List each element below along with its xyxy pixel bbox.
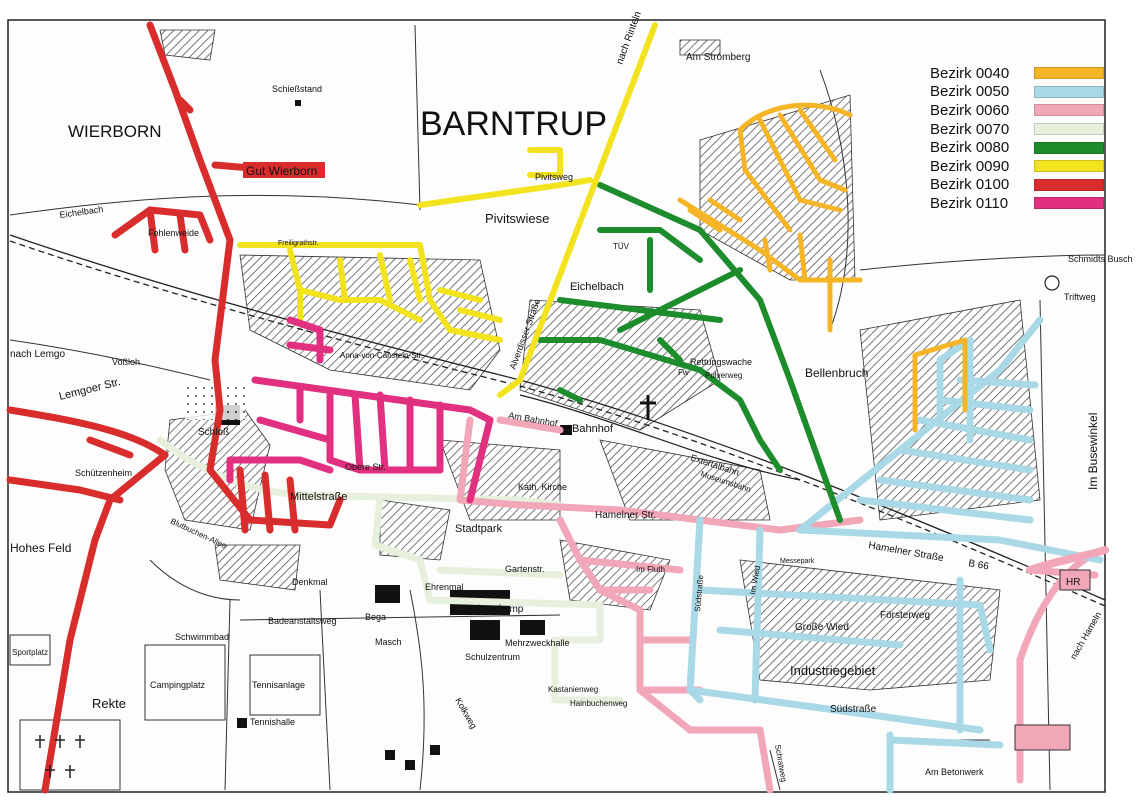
place-kastanienweg: Kastanienweg [548,685,598,694]
bezirk-0040-roads [677,102,968,433]
legend-label: Bezirk 0050 [930,83,1010,101]
place-pivitsweg: Pivitsweg [535,172,573,182]
bezirk-0100-roads [6,21,344,794]
legend-label: Bezirk 0070 [930,120,1010,138]
place-hohes-feld: Hohes Feld [10,541,71,555]
bezirk-0050-roads [686,316,1104,794]
place-am-stromberg: Am Stromberg [686,52,750,63]
place-schwimmbad: Schwimmbad [175,632,229,642]
friedhof-box [1014,724,1071,751]
place-industriegebiet: Industriegebiet [790,663,876,678]
place-pivitswiese: Pivitswiese [485,211,549,226]
place-kath-kirche: Kath. Kirche [518,482,567,492]
place-gut-wierborn: Gut Wierborn [246,164,317,178]
bezirk-0080-roads [537,182,843,523]
minor-roads [9,24,1106,791]
town-title: BARNTRUP [420,105,607,143]
place-badeanstaltsweg: Badeanstaltsweg [268,616,337,626]
legend-row: Bezirk 0100 [930,176,1110,195]
legend-swatch [1034,160,1104,173]
place-b66: B 66 [967,558,990,572]
place-suedstrasse: Südstraße [830,704,877,715]
place-im-busewinkel: Im Busewinkel [1086,413,1100,490]
place-rekte: Rekte [92,696,126,711]
place-anna-von-canstein: Anna-von-Canstein-Str. [340,351,423,360]
place-im-fluth: Im Fluth [636,565,665,574]
legend-row: Bezirk 0040 [930,64,1110,83]
place-tuev: TÜV [613,242,630,251]
place-holstenkamp: Holstenkamp [465,604,524,615]
bezirk-0110-roads [226,316,494,504]
place-nach-lemgo: nach Lemgo [10,349,65,360]
place-hr: HR [1066,577,1080,588]
gut-wierborn-box [243,162,325,178]
place-grosse-wied: Große Wied [795,622,849,633]
place-schloss: Schloß [198,427,229,438]
legend-label: Bezirk 0100 [930,176,1010,194]
place-vossloh: Voßloh [112,357,140,367]
place-schuetzenheim: Schützenheim [75,468,132,478]
place-eichelbach-east: Eichelbach [570,281,624,293]
legend-swatch [1034,178,1104,191]
legend-row: Bezirk 0070 [930,120,1110,139]
place-masch: Masch [375,637,402,647]
place-schulzentrum: Schulzentrum [465,652,520,662]
sports-areas [9,634,321,791]
place-fohlenweide: Fohlenweide [148,228,199,238]
legend-label: Bezirk 0040 [930,64,1010,82]
legend-swatch [1034,104,1104,117]
place-schiessstand: Schießstand [272,84,322,94]
legend-row: Bezirk 0060 [930,101,1110,120]
legend-label: Bezirk 0090 [930,157,1010,175]
place-foersterweg: Försterweg [880,610,930,621]
place-pulverweg: Pulverweg [705,371,742,380]
place-tennisanlage: Tennisanlage [252,680,305,690]
place-hamelner-str: Hamelner Str. [595,510,656,521]
legend-swatch [1034,123,1104,136]
legend-row: Bezirk 0050 [930,83,1110,102]
legend-label: Bezirk 0110 [930,194,1009,212]
place-sportplatz: Sportplatz [12,648,48,657]
place-tennishalle: Tennishalle [250,717,295,727]
legend-swatch [1034,85,1104,98]
legend-label: Bezirk 0080 [930,139,1010,157]
bezirk-0060-east [1026,546,1109,574]
place-bahnhof: Bahnhof [572,423,614,435]
place-rettungswache: Rettungswache [690,357,752,367]
legend-label: Bezirk 0060 [930,101,1010,119]
hr-box [1059,569,1091,591]
place-messepark: Messepark [780,558,815,565]
place-mittelstrasse: Mittelstraße [290,491,347,503]
place-hainbuchenweg: Hainbuchenweg [570,699,627,708]
place-fw: Fw [678,368,689,377]
place-denkmal: Denkmal [292,577,328,587]
schmidts-busch-icon [1044,275,1060,291]
place-triftweg: Triftweg [1064,292,1096,302]
place-am-betonwerk: Am Betonwerk [925,767,984,777]
legend-row: Bezirk 0080 [930,138,1110,157]
place-wierborn: WIERBORN [68,122,162,141]
place-ehrenmal: Ehrenmal [425,582,464,592]
cemetery-icon [35,735,85,778]
legend-swatch [1034,67,1104,80]
place-mehrzweckhalle: Mehrzweckhalle [505,638,570,648]
place-suedstrasse-n: Südstraße [693,574,705,612]
place-campingplatz: Campingplatz [150,680,206,690]
bezirk-0090-roads [237,22,658,398]
legend-row: Bezirk 0110 [930,194,1110,213]
cross-icon [640,395,656,420]
place-bega: Bega [365,612,386,622]
legend-swatch [1034,197,1104,210]
place-gartenstr: Gartenstr. [505,564,545,574]
place-bellenbruch: Bellenbruch [805,366,868,380]
legend-row: Bezirk 0090 [930,157,1110,176]
legend-swatch [1034,141,1104,154]
place-freiligrathstr: Freiligrathstr. [278,240,319,247]
place-stadtpark: Stadtpark [455,523,503,535]
place-obere-str: Obere Str. [345,462,386,472]
place-schmidts-busch: Schmidts Busch [1068,254,1133,264]
